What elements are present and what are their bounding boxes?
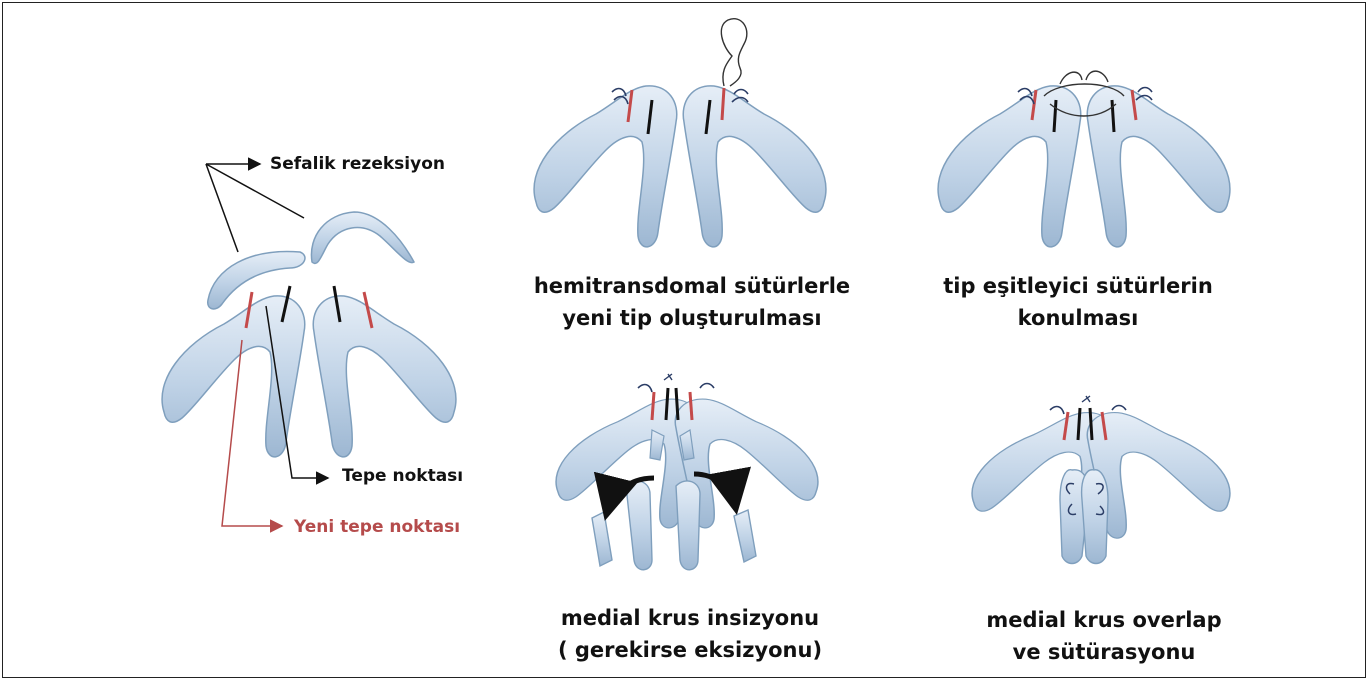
panel-medial-crus-overlap-drawing bbox=[972, 396, 1230, 564]
suture-loop bbox=[721, 19, 747, 86]
caption-hemitransdomal-line1: hemitransdomal sütürlerle bbox=[512, 270, 872, 302]
new-tip-point-label: Yeni tepe noktası bbox=[294, 517, 460, 537]
lower-lateral-cartilage-right bbox=[313, 296, 456, 457]
panel-medial-crus-incision-drawing bbox=[556, 374, 818, 570]
caption-medial-crus-incision-line1: medial krus insizyonu bbox=[530, 602, 850, 634]
cephalic-resection-label: Sefalik rezeksiyon bbox=[270, 154, 445, 174]
resected-strip-right bbox=[311, 212, 414, 263]
caption-tip-equalizing: tip eşitleyici sütürlerin konulması bbox=[918, 270, 1238, 334]
panel-hemitransdomal-drawing bbox=[534, 19, 826, 247]
caption-tip-equalizing-line2: konulması bbox=[918, 302, 1238, 334]
caption-tip-equalizing-line1: tip eşitleyici sütürlerin bbox=[918, 270, 1238, 302]
tip-point-label: Tepe noktası bbox=[342, 466, 463, 486]
caption-medial-crus-incision: medial krus insizyonu ( gerekirse eksizy… bbox=[530, 602, 850, 666]
caption-hemitransdomal-line2: yeni tip oluşturulması bbox=[512, 302, 872, 334]
panel-tip-equalizing-drawing bbox=[938, 71, 1230, 247]
caption-hemitransdomal: hemitransdomal sütürlerle yeni tip oluşt… bbox=[512, 270, 872, 334]
caption-medial-crus-incision-line2: ( gerekirse eksizyonu) bbox=[530, 634, 850, 666]
caption-medial-crus-overlap-line1: medial krus overlap bbox=[954, 604, 1254, 636]
caption-medial-crus-overlap-line2: ve sütürasyonu bbox=[954, 636, 1254, 668]
caption-medial-crus-overlap: medial krus overlap ve sütürasyonu bbox=[954, 604, 1254, 668]
